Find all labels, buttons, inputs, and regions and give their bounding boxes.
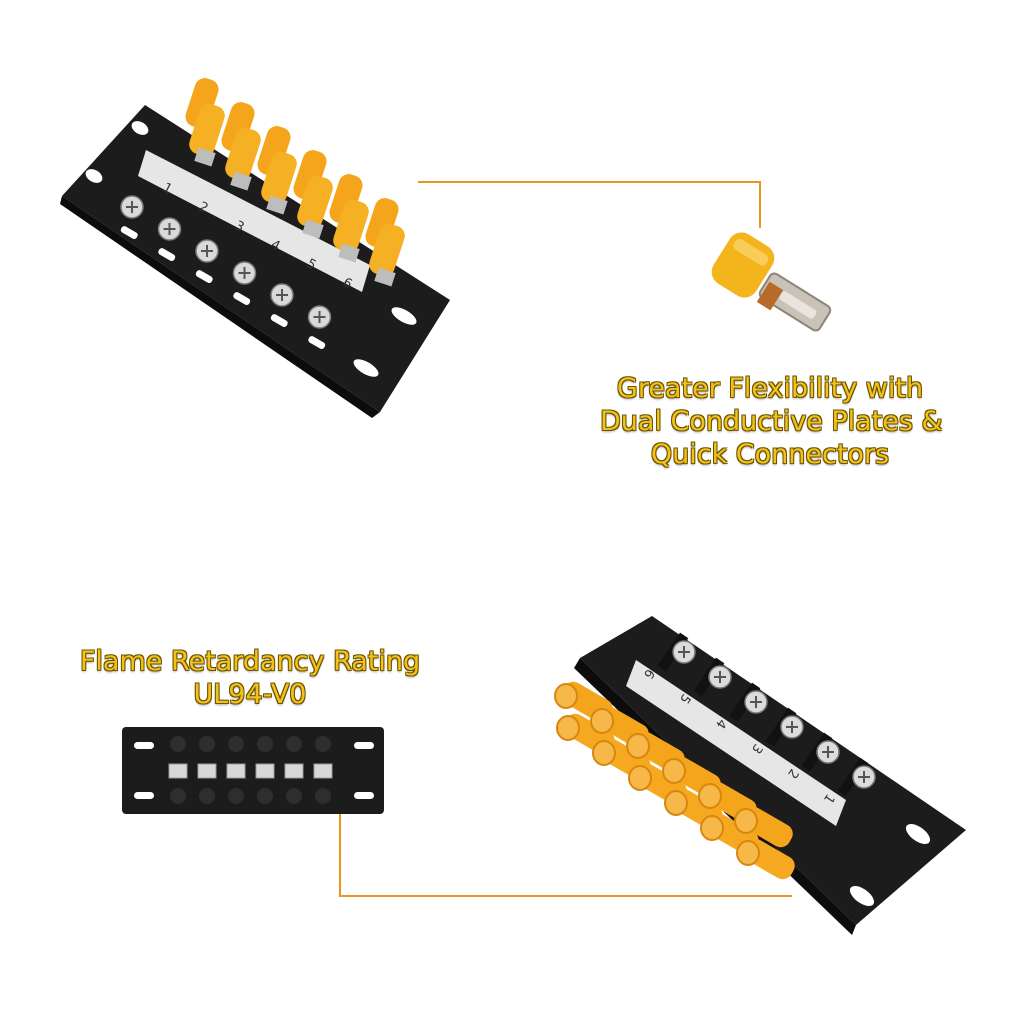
label-strip xyxy=(626,660,846,826)
terminal-barriers xyxy=(120,226,326,349)
caption-line: Quick Connectors xyxy=(650,439,890,470)
cell-plate xyxy=(284,763,304,779)
screw-slot xyxy=(163,223,176,235)
connector-metal xyxy=(230,171,252,191)
callout-caption-flexibility: Greater Flexibility with Dual Conductive… xyxy=(600,372,943,471)
terminal-slot xyxy=(158,248,176,261)
connector-mouth xyxy=(734,808,758,834)
terminal-slot xyxy=(308,336,326,349)
callout-caption-flame-rating: Flame Retardancy Rating UL94-V0 xyxy=(70,645,430,711)
cell-bump-bottom xyxy=(315,788,331,804)
cell-plate xyxy=(197,763,217,779)
cell-bump-top xyxy=(257,736,273,752)
cell-plate xyxy=(226,763,246,779)
connector-insulation-shadow xyxy=(733,239,769,266)
cell-bump-top xyxy=(286,736,302,752)
connector-insulation xyxy=(711,232,775,298)
screw-slot xyxy=(786,721,798,733)
connector-mouth xyxy=(592,740,616,766)
screw-slot xyxy=(678,646,690,658)
screw-slot xyxy=(238,267,251,279)
connector-mouth xyxy=(698,783,722,809)
mount-hole-left xyxy=(131,121,149,135)
cell-plate xyxy=(255,763,275,779)
cell-bump-bottom xyxy=(228,788,244,804)
mount-slot-tl xyxy=(134,742,154,749)
connector-mouth xyxy=(736,840,760,866)
caption-line: Flame Retardancy Rating xyxy=(79,646,421,677)
quick-connector-detail xyxy=(711,232,832,332)
terminal-back-cells xyxy=(168,736,333,804)
connector-lower xyxy=(369,223,405,277)
cell-plate xyxy=(168,763,188,779)
connector-metal-tab xyxy=(779,291,817,319)
cell-bump-top xyxy=(170,736,186,752)
terminal-slot xyxy=(270,314,288,328)
caption-line: UL94-V0 xyxy=(193,679,307,710)
screw-slot xyxy=(126,201,138,213)
mount-hole-left-lower xyxy=(85,169,103,183)
connector-lower xyxy=(333,199,369,253)
terminal-slot xyxy=(233,292,251,305)
connector-mouth xyxy=(590,708,614,734)
cell-bump-bottom xyxy=(170,788,186,804)
mount-slot-tr xyxy=(354,742,374,749)
label-strip xyxy=(138,150,370,292)
connector-lower xyxy=(225,127,261,181)
cell-bump-bottom xyxy=(257,788,273,804)
terminal-back-body xyxy=(122,727,384,814)
connector-mouth xyxy=(556,715,580,741)
mount-hole-right xyxy=(391,307,417,325)
connector-crimp xyxy=(756,281,784,311)
terminal-slot xyxy=(120,226,138,239)
caption-line: Greater Flexibility with xyxy=(616,373,924,404)
connector-mouth xyxy=(664,790,688,816)
mount-slot-bl xyxy=(134,792,154,799)
mount-slot-br xyxy=(354,792,374,799)
screw-slot xyxy=(313,311,326,323)
terminal-screws xyxy=(120,195,332,329)
screw-slot xyxy=(276,289,288,301)
connector-metal xyxy=(266,195,288,215)
screw-slot xyxy=(858,771,870,783)
terminal-screws xyxy=(672,640,876,789)
terminal-slot xyxy=(195,270,213,283)
screw-slot xyxy=(750,696,762,708)
mount-hole-right-lower xyxy=(353,359,379,377)
screw-slot xyxy=(714,671,726,683)
terminal-base-edge xyxy=(60,196,380,418)
connector-mouth xyxy=(628,765,652,791)
cell-bump-bottom xyxy=(286,788,302,804)
connector-lower xyxy=(189,103,225,157)
cell-bump-top xyxy=(199,736,215,752)
connector-metal xyxy=(302,219,324,239)
connector-mouth xyxy=(700,815,724,841)
connector-metal xyxy=(338,243,360,263)
callout-line-top xyxy=(418,181,761,228)
connector-mouth xyxy=(662,758,686,784)
callout-line-bottom xyxy=(339,812,792,897)
caption-line: Dual Conductive Plates & xyxy=(600,406,943,437)
mount-hole-right-lower xyxy=(849,886,875,906)
terminal-block-back xyxy=(122,727,384,814)
screw-slot xyxy=(822,746,834,758)
connector-metal xyxy=(194,147,216,167)
mount-hole-right xyxy=(905,824,931,844)
quick-connectors xyxy=(185,78,405,287)
cell-bump-bottom xyxy=(199,788,215,804)
cell-bump-top xyxy=(228,736,244,752)
connector-lower xyxy=(297,175,333,229)
connector-mouth xyxy=(554,683,578,709)
cell-bump-top xyxy=(315,736,331,752)
connector-lower xyxy=(261,151,297,205)
connector-mouth xyxy=(626,733,650,759)
cell-plate xyxy=(313,763,333,779)
screw-slot xyxy=(201,245,213,257)
quick-connectors xyxy=(554,681,795,880)
connector-metal xyxy=(374,267,396,287)
